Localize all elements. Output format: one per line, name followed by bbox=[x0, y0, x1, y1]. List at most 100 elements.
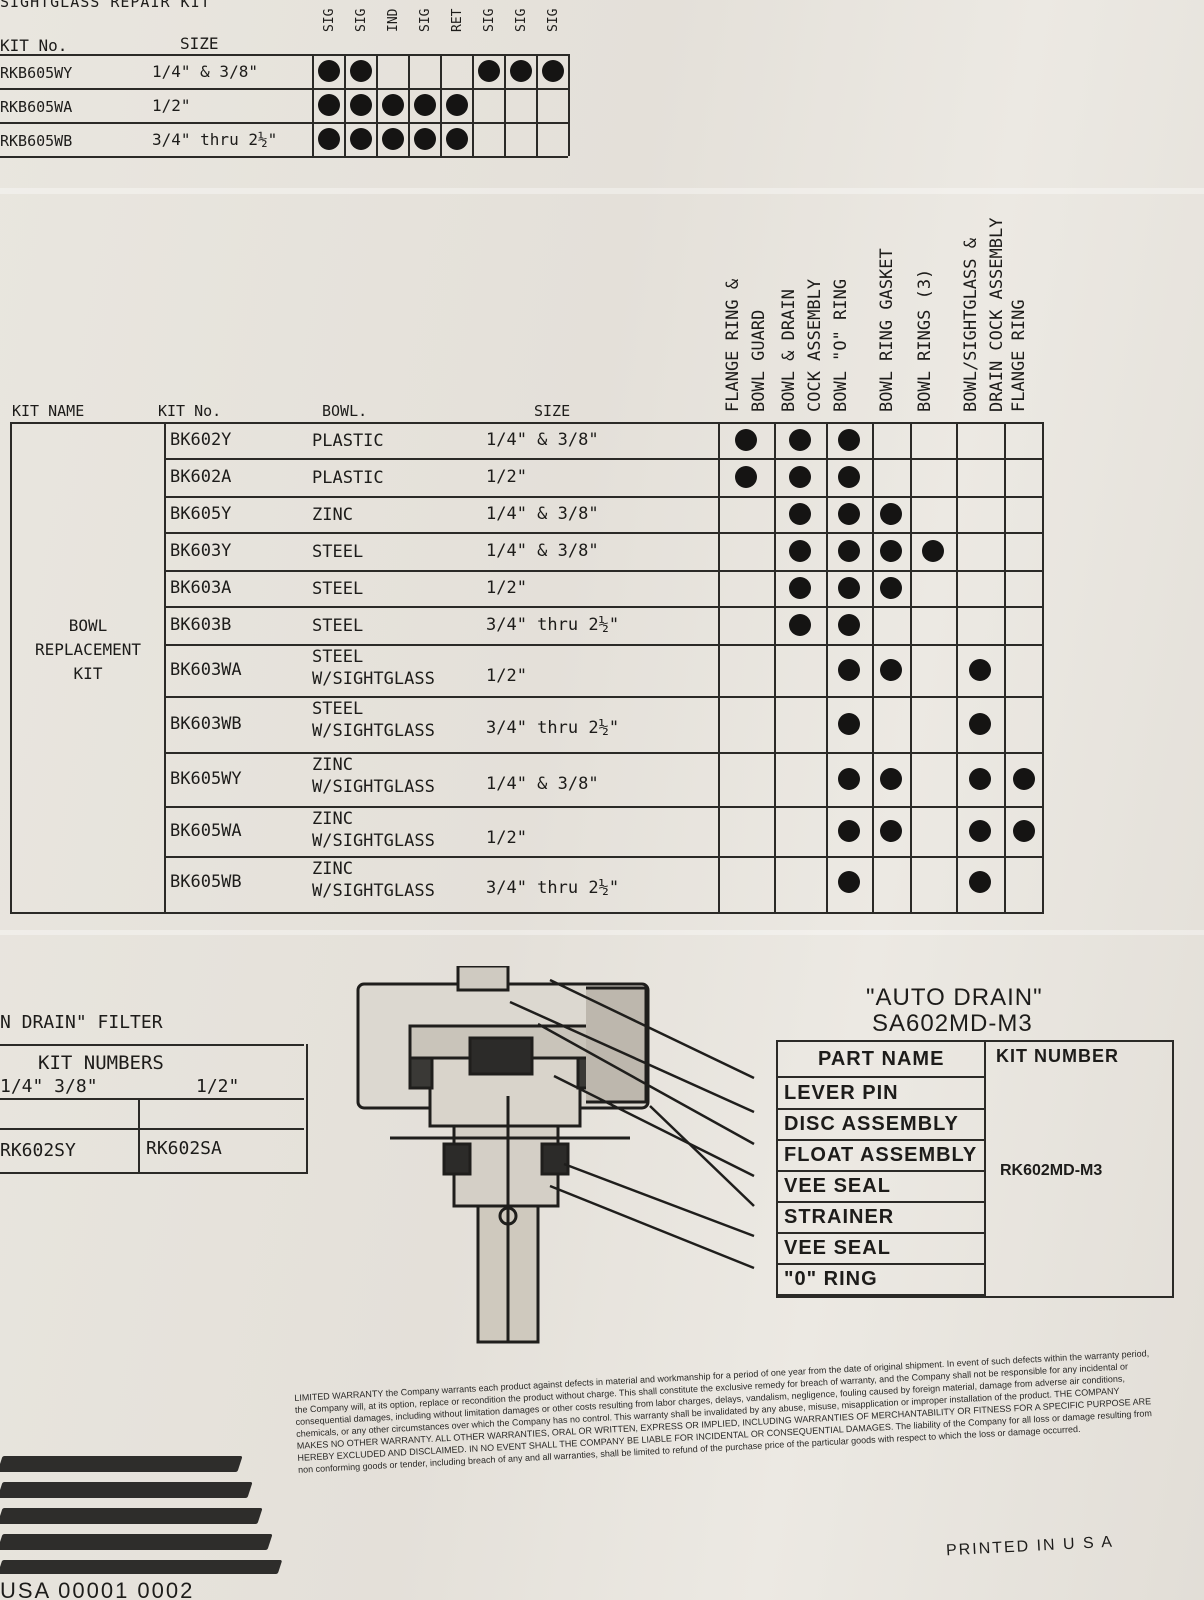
bowl-row-size: 3/4" thru 2½" bbox=[486, 718, 620, 738]
bowl-row-bowl: ZINC W/SIGHTGLASS bbox=[312, 859, 435, 901]
bowl-dot bbox=[838, 768, 860, 790]
bowl-row-kit: BK603WA bbox=[170, 660, 242, 680]
bowl-row-kit: BK603Y bbox=[170, 541, 232, 561]
logo-caption: USA 00001 0002 bbox=[0, 1578, 195, 1600]
grid-line bbox=[0, 156, 568, 158]
auto-drain-part-name: FLOAT ASSEMBLY bbox=[784, 1144, 978, 1166]
sightglass-dot bbox=[510, 60, 532, 82]
grid-line bbox=[568, 54, 570, 156]
bowl-dot bbox=[735, 429, 757, 451]
auto-drain-part-name: DISC ASSEMBLY bbox=[784, 1113, 959, 1135]
auto-drain-parts-table: PART NAME KIT NUMBER RK602MD-M3 LEVER PI… bbox=[776, 1040, 1174, 1298]
bowl-header-kit-name: KIT NAME bbox=[12, 402, 85, 420]
grid-line bbox=[872, 422, 874, 914]
grid-line bbox=[778, 1139, 984, 1141]
sightglass-row-size: 1/4" & 3/8" bbox=[152, 62, 258, 81]
bowl-replacement-table: BOWL REPLACEMENT KIT bbox=[10, 422, 1044, 914]
bowl-column-header: BOWL & DRAIN COCK ASSEMBLY bbox=[779, 278, 825, 412]
bowl-header-kit-no: KIT No. bbox=[158, 402, 222, 420]
bowl-row-bowl: ZINC W/SIGHTGLASS bbox=[312, 809, 435, 851]
bowl-dot bbox=[880, 577, 902, 599]
auto-drain-kit-number: RK602MD-M3 bbox=[1000, 1162, 1103, 1179]
grid-line bbox=[778, 1263, 984, 1265]
grid-line bbox=[164, 806, 1044, 808]
sightglass-dot bbox=[478, 60, 500, 82]
grid-line bbox=[718, 422, 720, 914]
grid-line bbox=[774, 422, 776, 914]
bowl-row-bowl: ZINC W/SIGHTGLASS bbox=[312, 755, 435, 797]
bowl-dot bbox=[838, 540, 860, 562]
grid-line bbox=[0, 122, 568, 124]
bowl-dot bbox=[969, 871, 991, 893]
bowl-row-kit: BK605Y bbox=[170, 504, 232, 524]
bowl-kit-name-label: BOWL REPLACEMENT KIT bbox=[35, 616, 141, 683]
grid-line bbox=[164, 570, 1044, 572]
bowl-header-size: SIZE bbox=[534, 402, 571, 420]
sightglass-dot bbox=[446, 94, 468, 116]
sightglass-dot bbox=[382, 128, 404, 150]
bowl-dot bbox=[969, 820, 991, 842]
bowl-row-size: 1/2" bbox=[486, 828, 527, 848]
drain-filter-title: N DRAIN" FILTER bbox=[0, 1012, 163, 1033]
grid-line bbox=[164, 856, 1044, 858]
bowl-dot bbox=[880, 540, 902, 562]
sightglass-dot bbox=[350, 94, 372, 116]
grid-line bbox=[778, 1294, 984, 1296]
filter-kit-numbers-label: KIT NUMBERS bbox=[38, 1052, 164, 1074]
bowl-row-kit: BK605WA bbox=[170, 821, 242, 841]
bowl-row-kit: BK603A bbox=[170, 578, 232, 598]
bowl-dot bbox=[735, 466, 757, 488]
bowl-dot bbox=[838, 820, 860, 842]
bowl-row-kit: BK603WB bbox=[170, 714, 242, 734]
bowl-row-kit: BK602Y bbox=[170, 430, 232, 450]
grid-line bbox=[472, 54, 474, 156]
bowl-row-bowl: STEEL bbox=[312, 616, 364, 636]
bowl-row-bowl: PLASTIC bbox=[312, 468, 384, 488]
grid-line bbox=[164, 644, 1044, 646]
sightglass-dot bbox=[382, 94, 404, 116]
bowl-dot bbox=[1013, 768, 1035, 790]
bowl-row-kit: BK605WB bbox=[170, 872, 242, 892]
sightglass-dot bbox=[318, 94, 340, 116]
bowl-row-size: 1/2" bbox=[486, 578, 527, 598]
bowl-row-size: 3/4" thru 2½" bbox=[486, 878, 620, 898]
bowl-dot bbox=[838, 429, 860, 451]
sightglass-header-size: SIZE bbox=[180, 34, 219, 53]
paper-fold bbox=[0, 188, 1204, 194]
bowl-row-size: 1/4" & 3/8" bbox=[486, 774, 599, 794]
sightglass-dot bbox=[318, 60, 340, 82]
grid-line bbox=[778, 1108, 984, 1110]
sightglass-column-header: SIG bbox=[482, 8, 497, 32]
sightglass-column-header: IND bbox=[386, 8, 401, 32]
bowl-dot bbox=[789, 540, 811, 562]
auto-drain-part-name: STRAINER bbox=[784, 1206, 895, 1228]
bowl-column-header: BOWL/SIGHTGLASS & DRAIN COCK ASSEMBLY bbox=[961, 217, 1007, 412]
sightglass-row-size: 3/4" thru 2½" bbox=[152, 130, 278, 149]
grid-line bbox=[778, 1170, 984, 1172]
bowl-dot bbox=[1013, 820, 1035, 842]
grid-line bbox=[164, 422, 166, 914]
bowl-column-header: BOWL RING GASKET bbox=[877, 248, 897, 412]
bowl-row-kit: BK603B bbox=[170, 615, 232, 635]
grid-line bbox=[0, 54, 568, 56]
bowl-dot bbox=[838, 577, 860, 599]
sightglass-column-header: SIG bbox=[322, 8, 337, 32]
sightglass-header-kit: KIT No. bbox=[0, 36, 68, 55]
bowl-row-bowl: STEEL bbox=[312, 579, 364, 599]
grid-line bbox=[164, 532, 1044, 534]
sightglass-row-kit: RKB605WA bbox=[0, 98, 73, 116]
grid-line bbox=[164, 496, 1044, 498]
bowl-row-bowl: PLASTIC bbox=[312, 431, 384, 451]
auto-drain-part-name: VEE SEAL bbox=[784, 1175, 891, 1197]
auto-drain-part-name: "0" RING bbox=[784, 1268, 878, 1290]
grid-line bbox=[1004, 422, 1006, 914]
bowl-dot bbox=[969, 768, 991, 790]
auto-drain-cutaway-diagram bbox=[356, 966, 755, 1344]
sightglass-dot bbox=[350, 128, 372, 150]
sightglass-row-kit: RKB605WB bbox=[0, 132, 73, 150]
grid-line bbox=[344, 54, 346, 156]
sightglass-dot bbox=[414, 128, 436, 150]
sightglass-table-title: SIGHTGLASS REPAIR KIT bbox=[0, 0, 211, 11]
sightglass-dot bbox=[414, 94, 436, 116]
